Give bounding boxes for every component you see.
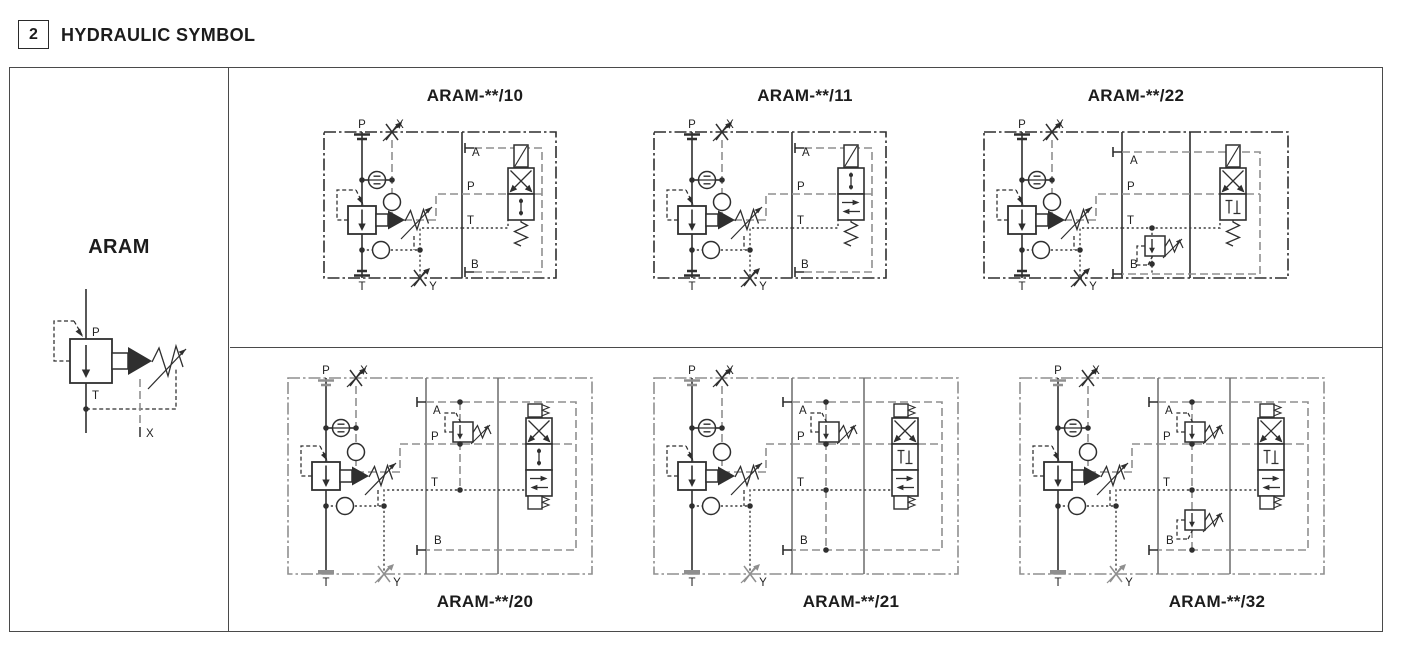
port-label-t: T [1054, 577, 1061, 588]
port-label-p2: P [467, 181, 475, 193]
auxiliary-relief-valve-symbol [1176, 412, 1224, 445]
section-number-box: 2 [18, 20, 49, 49]
port-label-t: T [1018, 281, 1025, 293]
auxiliary-relief-valve-symbol [1176, 509, 1224, 540]
diagram-cell-11: ARAM-**/11 P [650, 86, 890, 296]
ref-port-label-x: X [146, 428, 154, 440]
diagram-title-32: ARAM-**/32 [1168, 592, 1266, 611]
port-label-y: Y [759, 281, 767, 293]
port-label-t: T [322, 577, 329, 588]
section-title: HYDRAULIC SYMBOL [61, 25, 256, 45]
port-label-y: Y [1125, 577, 1133, 588]
port-label-x: X [360, 365, 368, 377]
port-label-b: B [434, 535, 442, 547]
port-label-x: X [1092, 365, 1100, 377]
port-label-y: Y [759, 577, 767, 588]
auxiliary-relief-valve-symbol [1136, 235, 1184, 266]
port-label-p: P [688, 365, 696, 377]
diagram-cell-21: P X T Y A P T B ARAM-**/21 [650, 364, 962, 612]
port-label-t: T [688, 577, 695, 588]
diagram-title-22: ARAM-**/22 [1087, 86, 1185, 105]
port-label-p2: P [1163, 431, 1171, 443]
port-label-t2: T [1163, 477, 1170, 489]
port-label-p2: P [797, 431, 805, 443]
diagram-cell-22: ARAM-**/22 [980, 86, 1292, 296]
auxiliary-relief-valve-symbol [810, 412, 858, 445]
pilot-relief-circuit [667, 368, 792, 583]
diagram-title-11: ARAM-**/11 [757, 86, 853, 105]
symbol-row-top: ARAM-**/10 P [230, 68, 1382, 348]
reference-title: ARAM [88, 236, 150, 258]
diagram-aram-10: P X T Y A P T B [323, 119, 557, 293]
port-label-y: Y [429, 281, 437, 293]
port-label-t2: T [467, 215, 474, 227]
diagram-aram-22: P X T Y A P T B [983, 119, 1289, 293]
port-label-a: A [472, 147, 480, 159]
diagram-cell-20: P X T Y A P T B ARAM-**/20 [284, 364, 596, 612]
port-label-a: A [1165, 405, 1173, 417]
reference-cell: ARAM P T X [10, 68, 229, 631]
port-label-x: X [726, 119, 734, 131]
section-number: 2 [29, 25, 38, 43]
port-label-b: B [1166, 535, 1174, 547]
port-label-b: B [800, 535, 808, 547]
port-label-t: T [688, 281, 695, 293]
port-label-p: P [358, 119, 366, 131]
port-label-t2: T [797, 215, 804, 227]
diagram-title-20: ARAM-**/20 [436, 592, 534, 611]
port-label-t: T [358, 281, 365, 293]
port-label-t2: T [431, 477, 438, 489]
pilot-relief-circuit [337, 122, 462, 287]
diagram-aram-reference: P T X [53, 289, 187, 440]
port-label-t2: T [1127, 215, 1134, 227]
directional-valve-symbol [1220, 145, 1246, 246]
directional-valve-symbol [1258, 404, 1284, 509]
symbol-table: ARAM P T X [9, 67, 1383, 632]
port-label-a: A [802, 147, 810, 159]
ref-port-label-t: T [92, 390, 99, 402]
directional-valve-symbol [526, 404, 552, 509]
port-label-x: X [396, 119, 404, 131]
port-label-p: P [1054, 365, 1062, 377]
pilot-relief-circuit [301, 368, 426, 583]
diagram-aram-21: P X T Y A P T B [653, 365, 959, 588]
symbol-row-bottom: P X T Y A P T B ARAM-**/20 [230, 348, 1382, 647]
port-label-p: P [688, 119, 696, 131]
port-label-x: X [1056, 119, 1064, 131]
diagram-aram-20: P X T Y A P T B [287, 365, 593, 588]
port-label-p2: P [797, 181, 805, 193]
port-label-b: B [471, 259, 479, 271]
diagram-title-21: ARAM-**/21 [802, 592, 900, 611]
port-label-a: A [1130, 155, 1138, 167]
pilot-relief-circuit [997, 122, 1122, 287]
port-label-a: A [433, 405, 441, 417]
diagram-aram-11: P X T Y A P T B [653, 119, 887, 293]
symbol-variants: ARAM-**/10 P [230, 68, 1382, 631]
port-label-t2: T [797, 477, 804, 489]
port-label-y: Y [393, 577, 401, 588]
port-label-p: P [1018, 119, 1026, 131]
port-label-p2: P [431, 431, 439, 443]
ref-port-label-p: P [92, 327, 100, 339]
port-label-a: A [799, 405, 807, 417]
pilot-relief-circuit [667, 122, 792, 287]
diagram-title-10: ARAM-**/10 [426, 86, 524, 105]
port-label-p2: P [1127, 181, 1135, 193]
pilot-relief-circuit [1033, 368, 1158, 583]
directional-valve-symbol [508, 145, 534, 246]
port-label-p: P [322, 365, 330, 377]
directional-valve-symbol [892, 404, 918, 509]
diagram-cell-10: ARAM-**/10 P [320, 86, 560, 296]
port-label-x: X [726, 365, 734, 377]
port-label-b: B [1130, 259, 1138, 271]
diagram-aram-32: P X T Y A P T B [1019, 365, 1325, 588]
port-label-y: Y [1089, 281, 1097, 293]
port-label-b: B [801, 259, 809, 271]
diagram-cell-32: P X T Y A P T B ARAM-**/32 [1016, 364, 1328, 612]
directional-valve-symbol [838, 145, 864, 246]
auxiliary-relief-valve-symbol [444, 412, 492, 445]
